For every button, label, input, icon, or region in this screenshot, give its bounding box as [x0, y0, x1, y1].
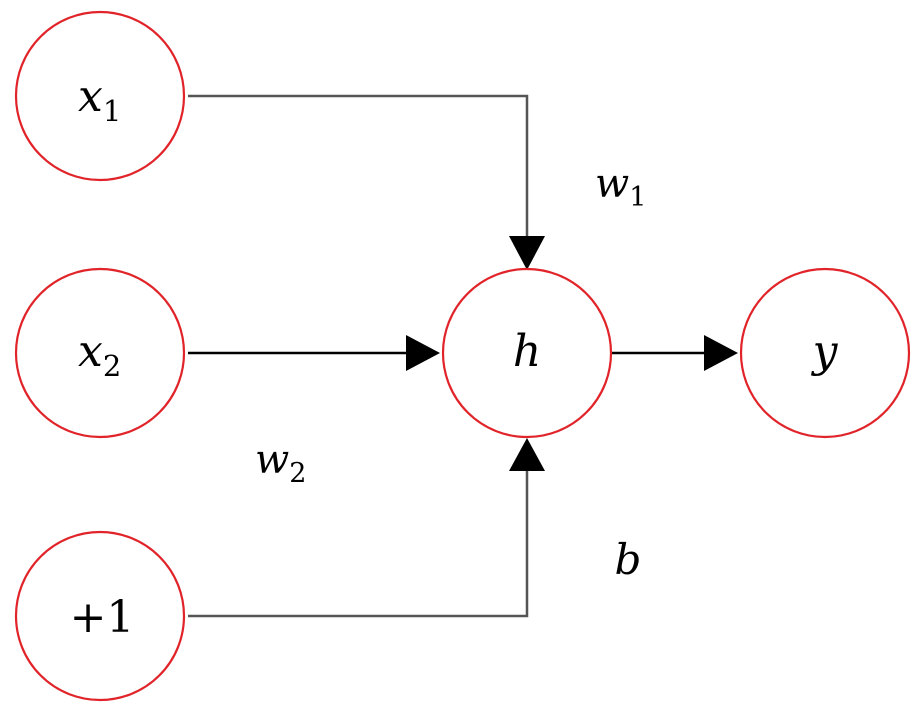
edges [188, 94, 738, 618]
node-x2-label: x2 [78, 326, 121, 383]
node-x2-circle [14, 267, 186, 439]
node-bias-label: +1 [70, 592, 135, 643]
node-hidden: h [441, 267, 613, 439]
node-output: y [739, 267, 911, 439]
edge-x1-to-h-arrowhead [509, 236, 545, 270]
node-x1: x1 [14, 10, 186, 182]
node-hidden-circle [441, 267, 613, 439]
edge-bias-to-h-arrowhead [509, 438, 545, 471]
edge-h-to-y-arrowhead [704, 335, 738, 371]
bias-weight-label: b [615, 535, 642, 584]
node-bias-circle [14, 530, 186, 702]
edge-x2-to-h-arrowhead [406, 335, 440, 371]
node-output-circle [739, 267, 911, 439]
node-x1-label: x1 [78, 71, 121, 128]
node-x2: x2 [14, 267, 186, 439]
node-output-label: y [811, 326, 839, 377]
node-hidden-label: h [513, 326, 541, 377]
node-bias: +1 [14, 530, 186, 702]
node-x1-circle [14, 10, 186, 182]
edge-x1-to-h [188, 94, 529, 238]
weight-w1-label: w1 [595, 161, 646, 213]
weight-w2-label: w2 [255, 437, 306, 489]
edge-bias-to-h [188, 469, 529, 618]
